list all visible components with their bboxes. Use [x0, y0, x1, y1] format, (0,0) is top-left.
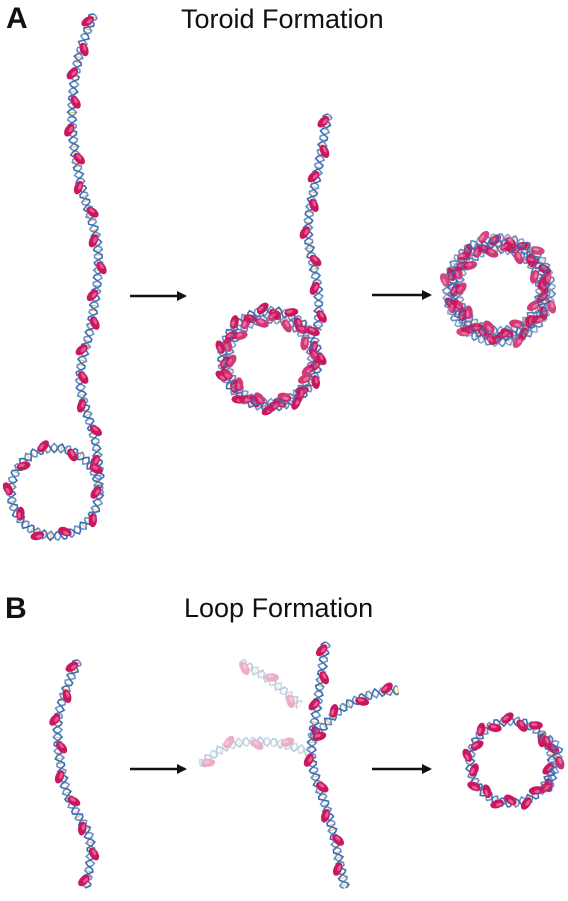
toroid-stage-1: [2, 13, 107, 542]
panel-title-loop: Loop Formation: [184, 593, 374, 623]
panel-title-toroid: Toroid Formation: [181, 4, 384, 34]
panel-b-illustration: [49, 641, 565, 889]
panel-a-illustration: [2, 13, 557, 542]
loop-stage-2: [198, 641, 400, 889]
toroid-stage-3: [440, 230, 557, 349]
panel-label-b: B: [5, 592, 27, 625]
loop-stage-1: [49, 659, 100, 889]
toroid-stage-2: [215, 113, 333, 416]
panel-label-a: A: [6, 2, 28, 35]
loop-stage-3: [462, 712, 565, 810]
